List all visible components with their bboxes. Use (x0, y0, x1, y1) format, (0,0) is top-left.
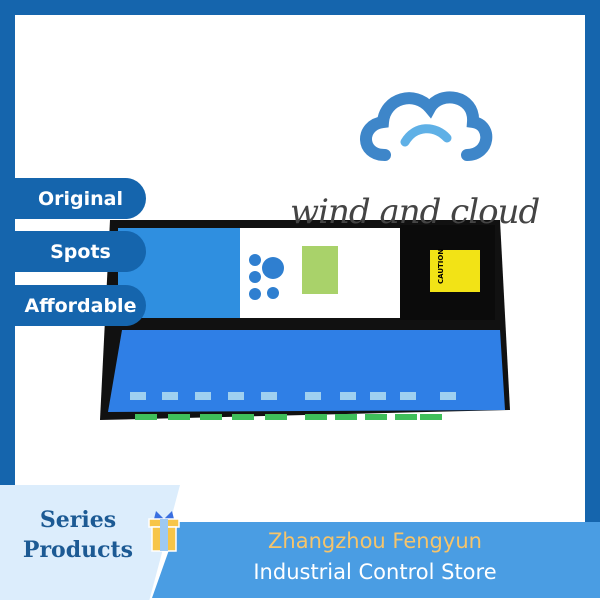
product-device-image: CAUTION (100, 220, 510, 420)
watermark-text: wind and cloud (290, 192, 540, 232)
frame-border-right (585, 0, 600, 525)
series-panel (0, 485, 180, 600)
store-banner (152, 522, 600, 598)
caution-label (430, 250, 480, 292)
gift-icon (148, 511, 180, 552)
badge-affordable: Affordable (15, 285, 146, 326)
nav-pad-icon (262, 257, 284, 279)
store-name-line2: Industrial Control Store (253, 560, 497, 584)
badge-original: Original (15, 178, 146, 219)
badge-spots: Spots (15, 231, 146, 272)
frame-border-left (0, 0, 15, 490)
caution-text: CAUTION (437, 249, 445, 284)
device-bottom-panel (108, 330, 505, 412)
series-line2: Products (22, 537, 134, 563)
series-products-label: Series Products (18, 505, 138, 565)
cloud-logo-icon (360, 91, 493, 161)
series-line1: Series (39, 507, 117, 533)
store-name-line1: Zhangzhou Fengyun (268, 529, 482, 553)
frame-border-top (0, 0, 600, 15)
lcd-screen (302, 246, 338, 294)
